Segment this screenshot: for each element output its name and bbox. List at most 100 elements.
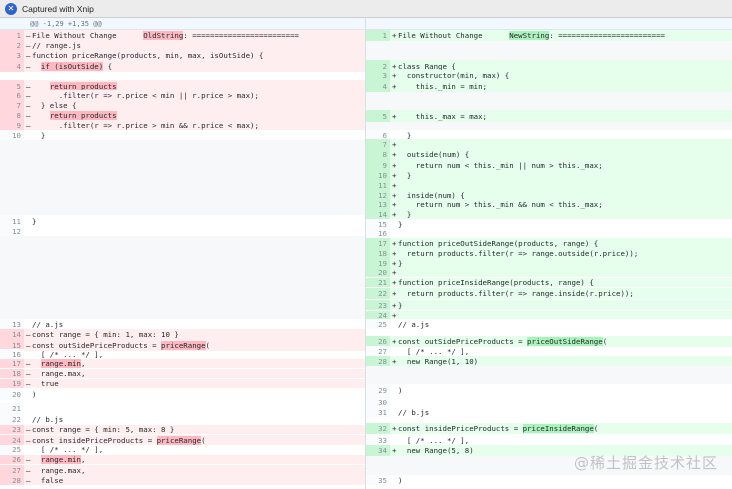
code-text: const range = { min: 1, max: 10 } [32,330,365,339]
diff-sign: – [26,475,31,485]
code-text: range.max, [32,369,365,378]
code-token: // a.js [398,319,430,329]
diff-sign [24,217,32,226]
line-number: 5 [366,110,390,122]
line-number: 17 [366,238,390,248]
diff-line: 9+ return num < this._min || num > this.… [366,160,732,170]
diff-sign [24,390,32,399]
diff-sign: – [26,369,31,378]
code-text: } [32,131,365,140]
code-text: // a.js [32,320,365,329]
line-number: 30 [366,397,390,407]
code-token: } [398,258,403,268]
line-number: 28 [0,475,24,485]
code-token [32,62,41,71]
code-token: return num > this._min && num < this._ma… [398,200,603,209]
diff-sign [390,476,398,485]
line-number: 4 [0,60,24,72]
code-token: const insidePriceProducts = [398,424,523,433]
diff-line: 21+function priceInsideRange(products, r… [366,278,732,287]
diff-sign: + [392,356,397,366]
diff-sign [24,227,32,236]
line-number: 24 [366,311,390,320]
line-number: 22 [366,288,390,299]
code-token: ( [602,337,608,346]
changed-token: return products [49,81,117,91]
line-number: 5 [0,80,24,92]
code-token: } [398,300,403,310]
code-token: [ /* ... */ ], [32,445,104,454]
diff-sign: – [26,40,31,50]
diff-line: 3–function priceRange(products, min, max… [0,50,365,60]
diff-line: 19+} [366,258,732,268]
code-text: } [398,259,732,268]
diff-line: 29 ) [366,384,732,397]
code-text: [ /* ... */ ], [32,350,365,359]
code-text: return num > this._min && num < this._ma… [398,200,732,209]
code-token: .filter(r => r.price < min || r.price > … [32,90,259,100]
diff-line: 23–const range = { min: 5, max: 8 } [0,425,365,434]
code-text: .filter(r => r.price < min || r.price > … [32,91,365,100]
line-number: 25 [0,445,24,454]
code-text: File Without Change OldString: =========… [32,31,365,40]
code-token: , [80,455,86,464]
code-token: , [80,359,86,368]
diff-sign: + [392,268,397,277]
code-text: ) [32,390,365,399]
diff-line: 13+ return num > this._min && num < this… [366,200,732,209]
diff-line: 28+ new Range(1, 10) [366,356,732,366]
line-number: 14 [0,329,24,340]
line-number: 1 [0,30,24,41]
line-number: 10 [366,170,390,180]
code-text: } [398,171,732,180]
diff-sign: – [26,61,31,71]
diff-sign: + [392,200,397,209]
code-token: ) [32,390,37,399]
code-text: return products [32,110,365,120]
code-token [32,455,41,464]
line-number: 19 [366,258,390,268]
code-token: const range = { min: 1, max: 10 } [32,330,179,339]
code-token: ) [398,475,403,485]
diff-filler [366,365,732,384]
code-token: ) [398,386,403,395]
code-text: return products [32,81,365,91]
diff-line: 20 ) [0,389,365,400]
code-text: const outSidePriceProducts = priceOutSid… [398,337,732,346]
code-token: return products.filter(r => range.inside… [398,289,634,298]
code-token: [ /* ... */ ], [398,347,470,356]
diff-line: 17– range.min, [0,359,365,368]
diff-line: 27– range.max, [0,465,365,475]
code-text: [ /* ... */ ], [32,445,365,454]
diff-line: 16 [ /* ... */ ], [0,349,365,359]
diff-line: 32+const insidePriceProducts = priceInsi… [366,423,732,434]
diff-line: 28– false [0,475,365,485]
diff-filler [0,236,365,319]
diff-line: 11 } [0,215,365,227]
code-token: } [32,130,46,140]
code-text: this._min = min; [398,82,732,91]
diff-line: 15 } [366,219,732,229]
diff-line: 25 [ /* ... */ ], [0,445,365,454]
hunk-header-left: @@ -1,29 +1,35 @@ [0,18,365,30]
code-token: constructor(min, max) { [398,70,510,80]
diff-line: 24+ [366,310,732,320]
diff-sign: + [392,258,397,268]
diff-line: 2–// range.js [0,40,365,50]
code-text: File Without Change NewString: =========… [398,31,732,40]
diff-sign: + [392,310,397,320]
code-token: function priceOutSideRange(products, ran… [398,238,599,248]
code-token: // range.js [32,40,81,50]
diff-line: 1–File Without Change OldString: =======… [0,30,365,41]
line-number: 11 [366,180,390,190]
diff-sign: – [26,465,31,475]
diff-line: 5+ this._max = max; [366,110,732,122]
line-number: 4 [366,80,390,92]
code-text: // range.js [32,41,365,50]
diff-line: 7+ [366,139,732,149]
code-token: [ /* ... */ ], [32,349,104,359]
diff-sign [390,386,398,395]
diff-sign [390,220,398,229]
line-number: 32 [366,423,390,434]
diff-filler [0,140,365,215]
